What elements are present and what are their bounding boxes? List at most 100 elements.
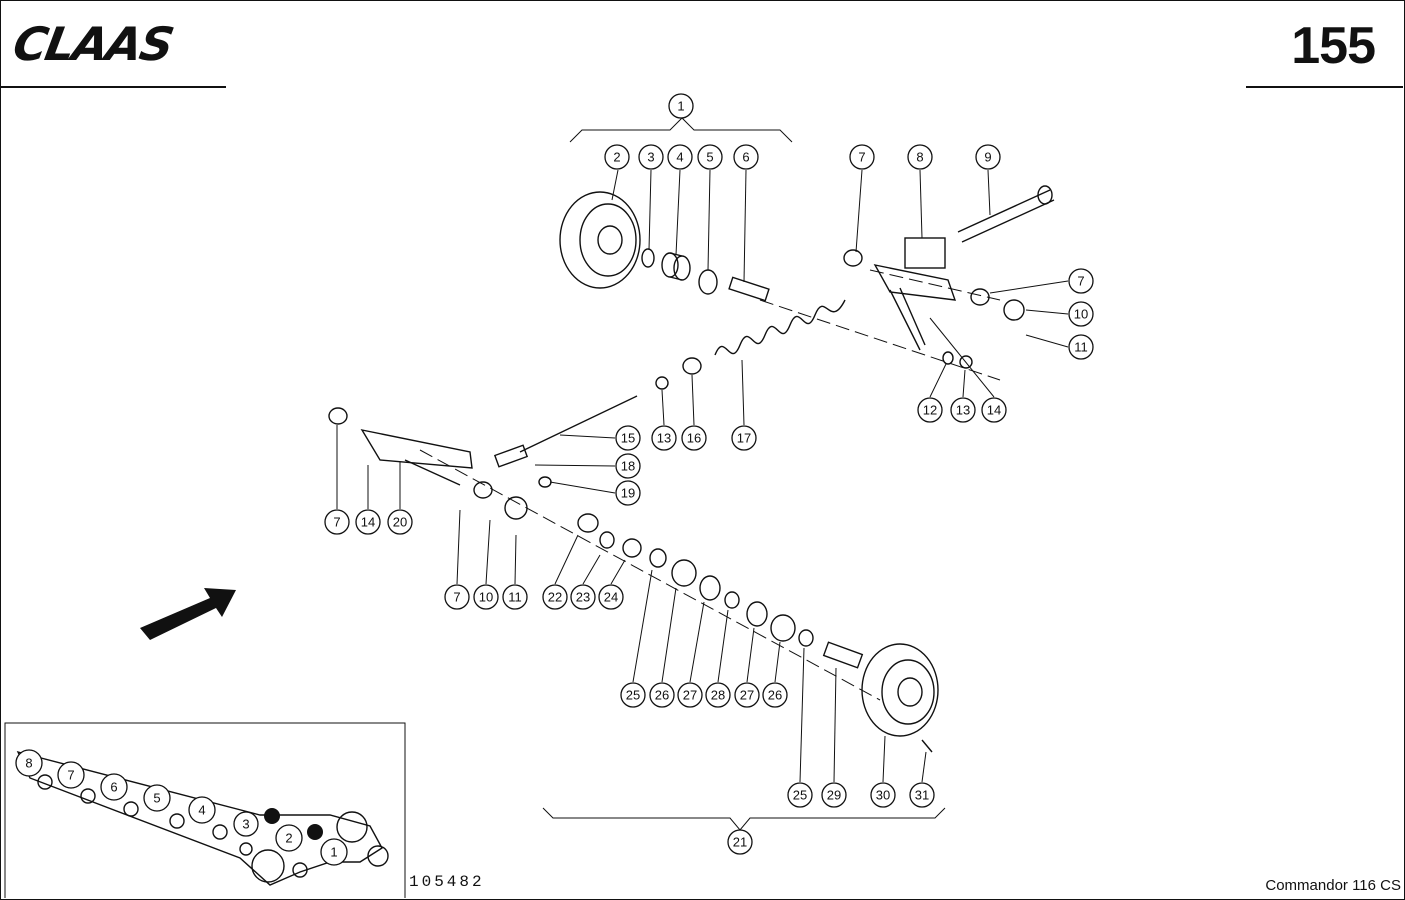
svg-text:7: 7 [1077,274,1084,289]
inset-label-3: 3 [242,817,249,832]
callout-7: 7 [849,144,875,170]
svg-text:27: 27 [740,688,754,703]
svg-text:27: 27 [683,688,697,703]
inset-label-1: 1 [330,845,337,860]
svg-text:25: 25 [626,688,640,703]
inset-belt-overview: 8 7 6 5 4 3 2 1 [4,722,406,898]
svg-text:12: 12 [923,403,937,418]
svg-text:30: 30 [876,788,890,803]
callout-25: 25 [620,682,646,708]
callout-7: 7 [324,509,350,535]
svg-text:15: 15 [621,431,635,446]
bolt-6 [728,276,770,302]
ring-5 [698,269,718,295]
svg-text:6: 6 [742,150,749,165]
callout-22: 22 [542,584,568,610]
pulley-upper [559,191,641,289]
svg-text:14: 14 [987,403,1001,418]
svg-text:10: 10 [1074,307,1088,322]
callout-23: 23 [570,584,596,610]
callout-14: 14 [981,397,1007,423]
bush-10-lower [504,496,528,520]
pin-19 [538,476,552,488]
callout-8: 8 [907,144,933,170]
inset-label-4: 4 [198,803,205,818]
rod-15 [493,395,638,468]
inset-label-7: 7 [67,768,74,783]
callout-9: 9 [975,144,1001,170]
callout-11: 11 [502,584,528,610]
ring-25-right [798,629,814,647]
svg-text:7: 7 [333,515,340,530]
callout-7: 7 [444,584,470,610]
tension-arm-8 [873,237,957,351]
svg-text:26: 26 [768,688,782,703]
callout-13: 13 [950,397,976,423]
callout-7: 7 [1068,268,1094,294]
svg-text:13: 13 [956,403,970,418]
svg-text:24: 24 [604,590,618,605]
svg-text:16: 16 [687,431,701,446]
bush-7-right [970,288,990,306]
callout-leaders [336,169,1069,783]
inset-pulley-active-b [307,824,323,840]
callout-11: 11 [1068,334,1094,360]
bracket-group-21 [542,807,946,831]
callout-27: 27 [677,682,703,708]
callout-20: 20 [387,509,413,535]
callout-29: 29 [821,782,847,808]
callout-19: 19 [615,480,641,506]
ring-25-left [649,548,667,568]
washer-23 [599,531,615,549]
inset-belt [16,750,383,886]
header-rule-left [0,86,226,88]
svg-text:20: 20 [393,515,407,530]
page-number: 155 [1291,17,1376,75]
circlip-3 [641,248,655,268]
svg-text:29: 29 [827,788,841,803]
svg-text:14: 14 [361,515,375,530]
svg-text:21: 21 [733,835,747,850]
callout-13: 13 [651,425,677,451]
svg-text:17: 17 [737,431,751,446]
inset-label-8: 8 [25,756,32,771]
inset-pulley-active-a [264,808,280,824]
svg-text:13: 13 [657,431,671,446]
svg-text:19: 19 [621,486,635,501]
svg-text:10: 10 [479,590,493,605]
inset-label-5: 5 [153,791,160,806]
bolt-29 [822,641,864,669]
bearing-24 [622,538,642,558]
inset-label-2: 2 [285,831,292,846]
shaft-9 [957,185,1055,243]
drawing-number: 105482 [409,873,485,891]
svg-text:22: 22 [548,590,562,605]
svg-text:5: 5 [706,150,713,165]
svg-text:11: 11 [508,590,522,605]
callout-5: 5 [697,144,723,170]
callout-14: 14 [355,509,381,535]
svg-text:8: 8 [916,150,923,165]
axis-lines [419,269,1001,701]
svg-text:7: 7 [858,150,865,165]
bearing-26-left [671,559,697,587]
svg-text:9: 9 [984,150,991,165]
svg-text:2: 2 [613,150,620,165]
callout-10: 10 [473,584,499,610]
callout-2: 2 [604,144,630,170]
callout-30: 30 [870,782,896,808]
svg-text:7: 7 [453,590,460,605]
callout-31: 31 [909,782,935,808]
callout-3: 3 [638,144,664,170]
svg-text:18: 18 [621,459,635,474]
svg-text:3: 3 [647,150,654,165]
bearing-4 [661,252,691,281]
svg-text:11: 11 [1074,340,1088,355]
bush-7-left [328,407,348,425]
callout-26: 26 [649,682,675,708]
nut-13-right [959,355,973,369]
header-rule-right [1246,86,1403,88]
callout-18: 18 [615,453,641,479]
grease-nipple-31 [921,739,933,753]
